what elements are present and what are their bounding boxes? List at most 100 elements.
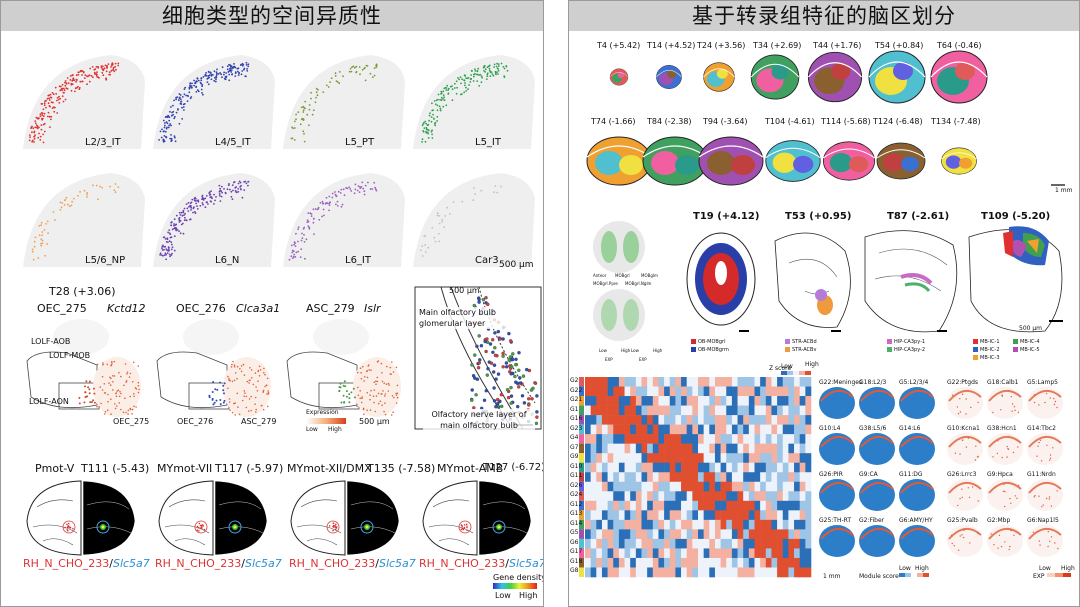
heatmap-cell (669, 405, 676, 416)
cell-point (220, 190, 223, 192)
cell-point (233, 63, 235, 65)
expression-point (103, 383, 106, 385)
heatmap-cell (635, 500, 642, 511)
colorbar-step (1063, 573, 1071, 577)
cell-point (469, 81, 472, 83)
cell-point (371, 188, 374, 190)
cell-point (364, 79, 367, 82)
module-point (957, 504, 959, 507)
hemisphere-silhouette (413, 55, 535, 149)
zoom-cell-point (493, 346, 497, 350)
cell-point (164, 252, 167, 255)
cell-point (172, 113, 174, 116)
heatmap-cell (613, 510, 620, 521)
heatmap-cell (607, 434, 614, 444)
cell-point (64, 84, 67, 87)
heatmap-cell (771, 519, 778, 530)
rh-cell-point (466, 526, 468, 529)
heatmap-cell (664, 443, 671, 454)
hemisphere-silhouette (413, 173, 535, 267)
cell-point (45, 223, 48, 225)
heatmap-cell (681, 453, 687, 464)
zoom-cell-point (527, 403, 531, 407)
cell-point (225, 72, 227, 74)
zoom-cell-point (470, 398, 474, 402)
cell-point (302, 109, 305, 111)
heatmap-cell (618, 472, 625, 483)
cell-point (40, 124, 43, 126)
cell-point (363, 193, 366, 196)
cell-point (445, 89, 448, 91)
coronal-section-row2-6 (876, 142, 926, 180)
heatmap-cell (596, 386, 603, 397)
cell-point (178, 230, 180, 233)
cell-point (322, 208, 325, 211)
heatmap-cell (714, 529, 721, 540)
expression-point (126, 371, 129, 374)
cell-point (293, 253, 296, 256)
cell-point (432, 113, 434, 116)
cell-point (179, 98, 182, 101)
cell-point (186, 207, 189, 210)
module-point (1049, 454, 1052, 456)
panel-title-left: 细胞类型的空间异质性 (1, 1, 543, 31)
cell-point (207, 83, 210, 86)
heatmap-cell (805, 481, 812, 492)
heatmap-cell (720, 386, 727, 397)
heatmap-cell (635, 405, 642, 416)
cell-point (194, 212, 197, 214)
expression-point (369, 394, 371, 396)
rh-label-3-slash: / (375, 557, 379, 570)
heatmap-cell (658, 567, 665, 578)
cell-point (334, 72, 337, 75)
cell-point (34, 120, 37, 122)
cell-point (367, 181, 369, 184)
heatmap-cell (681, 434, 687, 444)
ob-small-region (601, 231, 617, 263)
exp-small-low-1: Low (599, 348, 607, 353)
cell-point (319, 202, 322, 204)
zoom-cell-point (510, 365, 514, 369)
cell-point (474, 68, 476, 70)
heatmap-cell (698, 472, 704, 483)
heatmap-cell (805, 424, 812, 435)
cell-point (348, 70, 351, 73)
cell-point (437, 232, 440, 235)
cell-type-label-oec276: OEC_276 (176, 302, 226, 315)
cell-point (171, 228, 174, 231)
module-point (1048, 496, 1051, 498)
module-point (961, 534, 963, 536)
heatmap-cell (788, 443, 795, 454)
expression-point (366, 370, 368, 373)
cell-point (43, 130, 46, 133)
heatmap-cell (765, 567, 772, 578)
cell-point (100, 65, 103, 67)
cell-point (327, 86, 330, 88)
zoom-cell-point (488, 342, 493, 346)
expression-point (373, 401, 375, 404)
cell-point (185, 203, 188, 205)
cell-point (46, 243, 48, 245)
module-point (1007, 448, 1009, 450)
cell-point (437, 93, 440, 96)
heatmap-cell (624, 386, 631, 397)
heatmap-cell (596, 405, 603, 416)
gene-label-kctd12: Kctd12 (107, 302, 146, 315)
heatmap-cell (669, 386, 676, 397)
rh-cell-point (333, 526, 335, 528)
cell-point (484, 68, 487, 71)
module-point (1054, 542, 1056, 544)
heatmap-cell (596, 567, 603, 578)
heatmap-cell (777, 386, 784, 397)
heatmap-cell (731, 386, 738, 397)
cell-point (294, 245, 297, 247)
cell-point (321, 202, 324, 205)
heatmap-cell (664, 481, 671, 492)
cell-point (40, 224, 42, 227)
expression-point (387, 390, 390, 392)
cell-point (52, 211, 55, 213)
heatmap-cell (731, 405, 738, 416)
expression-low: Low (306, 426, 318, 433)
heatmap-cell (681, 443, 687, 454)
